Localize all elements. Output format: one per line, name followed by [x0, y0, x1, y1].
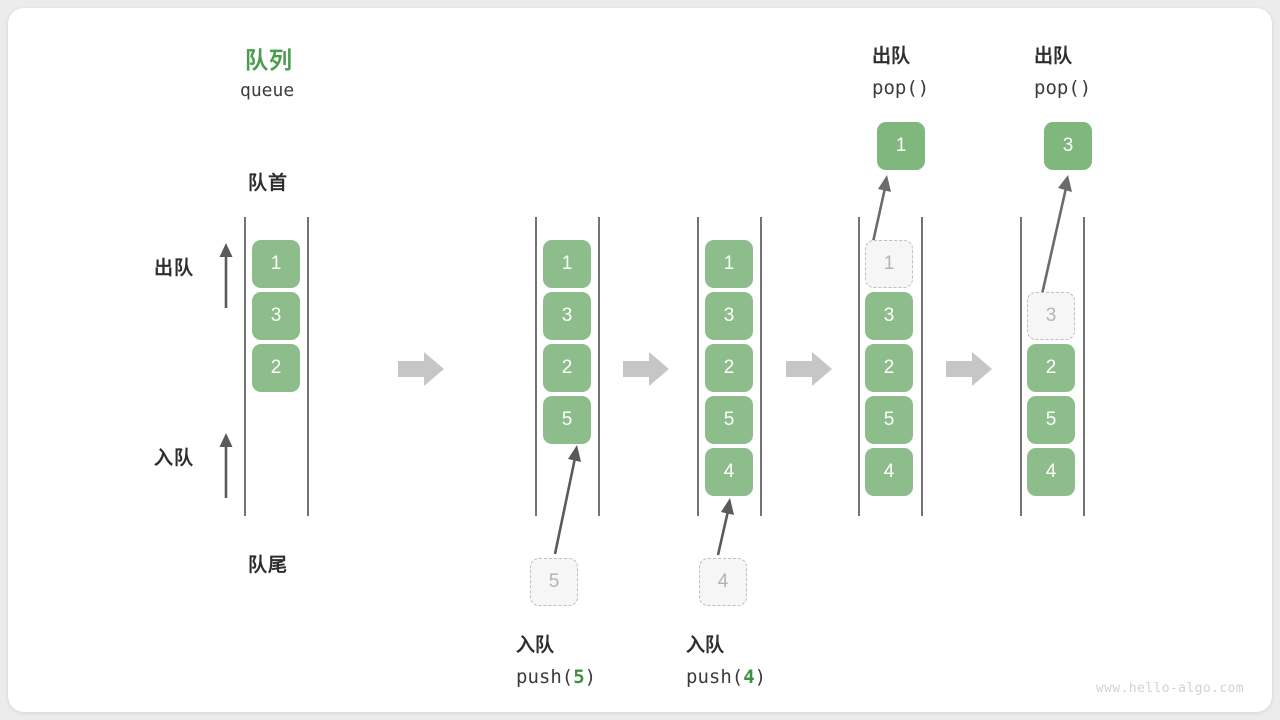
- op-code-arg: 4: [743, 666, 755, 688]
- watermark: www.hello-algo.com: [1095, 681, 1244, 696]
- queue-rail-left-col5: [1020, 217, 1022, 516]
- queue-cell: 5: [543, 396, 591, 444]
- op-code-prefix: push(: [686, 666, 744, 688]
- queue-cell: 3: [543, 292, 591, 340]
- op-label-code-col3: push(4): [686, 666, 766, 688]
- queue-cell: 4: [865, 448, 913, 496]
- queue-cell: 1: [543, 240, 591, 288]
- queue-cell: 2: [705, 344, 753, 392]
- queue-cell: 4: [1027, 448, 1075, 496]
- queue-rail-left-col4: [858, 217, 860, 516]
- queue-cell: 3: [252, 292, 300, 340]
- op-label-cn-col3: 入队: [686, 635, 725, 656]
- queue-cell: 5: [1027, 396, 1075, 444]
- queue-rail-right-col2: [598, 217, 600, 516]
- op-label-code-col2: push(5): [516, 666, 596, 688]
- diagram-title-en: queue: [240, 80, 295, 101]
- op-label-cn-col4: 出队: [872, 46, 911, 67]
- queue-rail-left-col3: [697, 217, 699, 516]
- queue-cell: 3: [1027, 292, 1075, 340]
- op-code-suffix: ): [754, 666, 767, 688]
- popped-element: 3: [1044, 122, 1092, 170]
- queue-rail-right-col1: [307, 217, 309, 516]
- queue-cell: 5: [705, 396, 753, 444]
- op-label-cn-col2: 入队: [516, 635, 555, 656]
- queue-cell: 3: [865, 292, 913, 340]
- op-code-prefix: push(: [516, 666, 574, 688]
- queue-cell: 2: [252, 344, 300, 392]
- queue-cell: 1: [705, 240, 753, 288]
- diagram-title-cn: 队列: [245, 47, 293, 73]
- op-code-arg: 5: [573, 666, 585, 688]
- transition-arrow-icon: [623, 352, 669, 386]
- queue-rail-left-col1: [244, 217, 246, 516]
- enqueue-direction-arrow: [219, 433, 233, 498]
- push-arrow-col2: [553, 445, 581, 555]
- transition-arrow-icon: [946, 352, 992, 386]
- op-code-suffix: ): [584, 666, 597, 688]
- queue-cell: 3: [705, 292, 753, 340]
- diagram-card: 队列 queue 队首 队尾 出队 入队 1 3 2 1 3 2 5 5 入队 …: [8, 8, 1272, 712]
- queue-rail-right-col4: [921, 217, 923, 516]
- queue-rail-left-col2: [535, 217, 537, 516]
- pop-arrow-col5: [1036, 175, 1072, 313]
- op-label-cn-col5: 出队: [1034, 46, 1073, 67]
- queue-cell: 1: [865, 240, 913, 288]
- enqueue-side-label: 入队: [154, 448, 195, 469]
- incoming-element-ghost: 5: [530, 558, 578, 606]
- queue-rail-right-col5: [1083, 217, 1085, 516]
- transition-arrow-icon: [398, 352, 444, 386]
- queue-cell: 2: [543, 344, 591, 392]
- op-label-code-col4: pop(): [872, 77, 930, 99]
- queue-cell: 2: [1027, 344, 1075, 392]
- op-label-code-col5: pop(): [1034, 77, 1092, 99]
- front-label: 队首: [248, 173, 289, 194]
- queue-cell: 4: [705, 448, 753, 496]
- incoming-element-ghost: 4: [699, 558, 747, 606]
- dequeue-direction-arrow: [219, 243, 233, 308]
- queue-cell: 1: [252, 240, 300, 288]
- popped-element: 1: [877, 122, 925, 170]
- transition-arrow-icon: [786, 352, 832, 386]
- queue-cell: 5: [865, 396, 913, 444]
- rear-label: 队尾: [248, 555, 289, 576]
- dequeue-side-label: 出队: [154, 258, 195, 279]
- push-arrow-col3: [716, 498, 734, 556]
- queue-rail-right-col3: [760, 217, 762, 516]
- queue-cell: 2: [865, 344, 913, 392]
